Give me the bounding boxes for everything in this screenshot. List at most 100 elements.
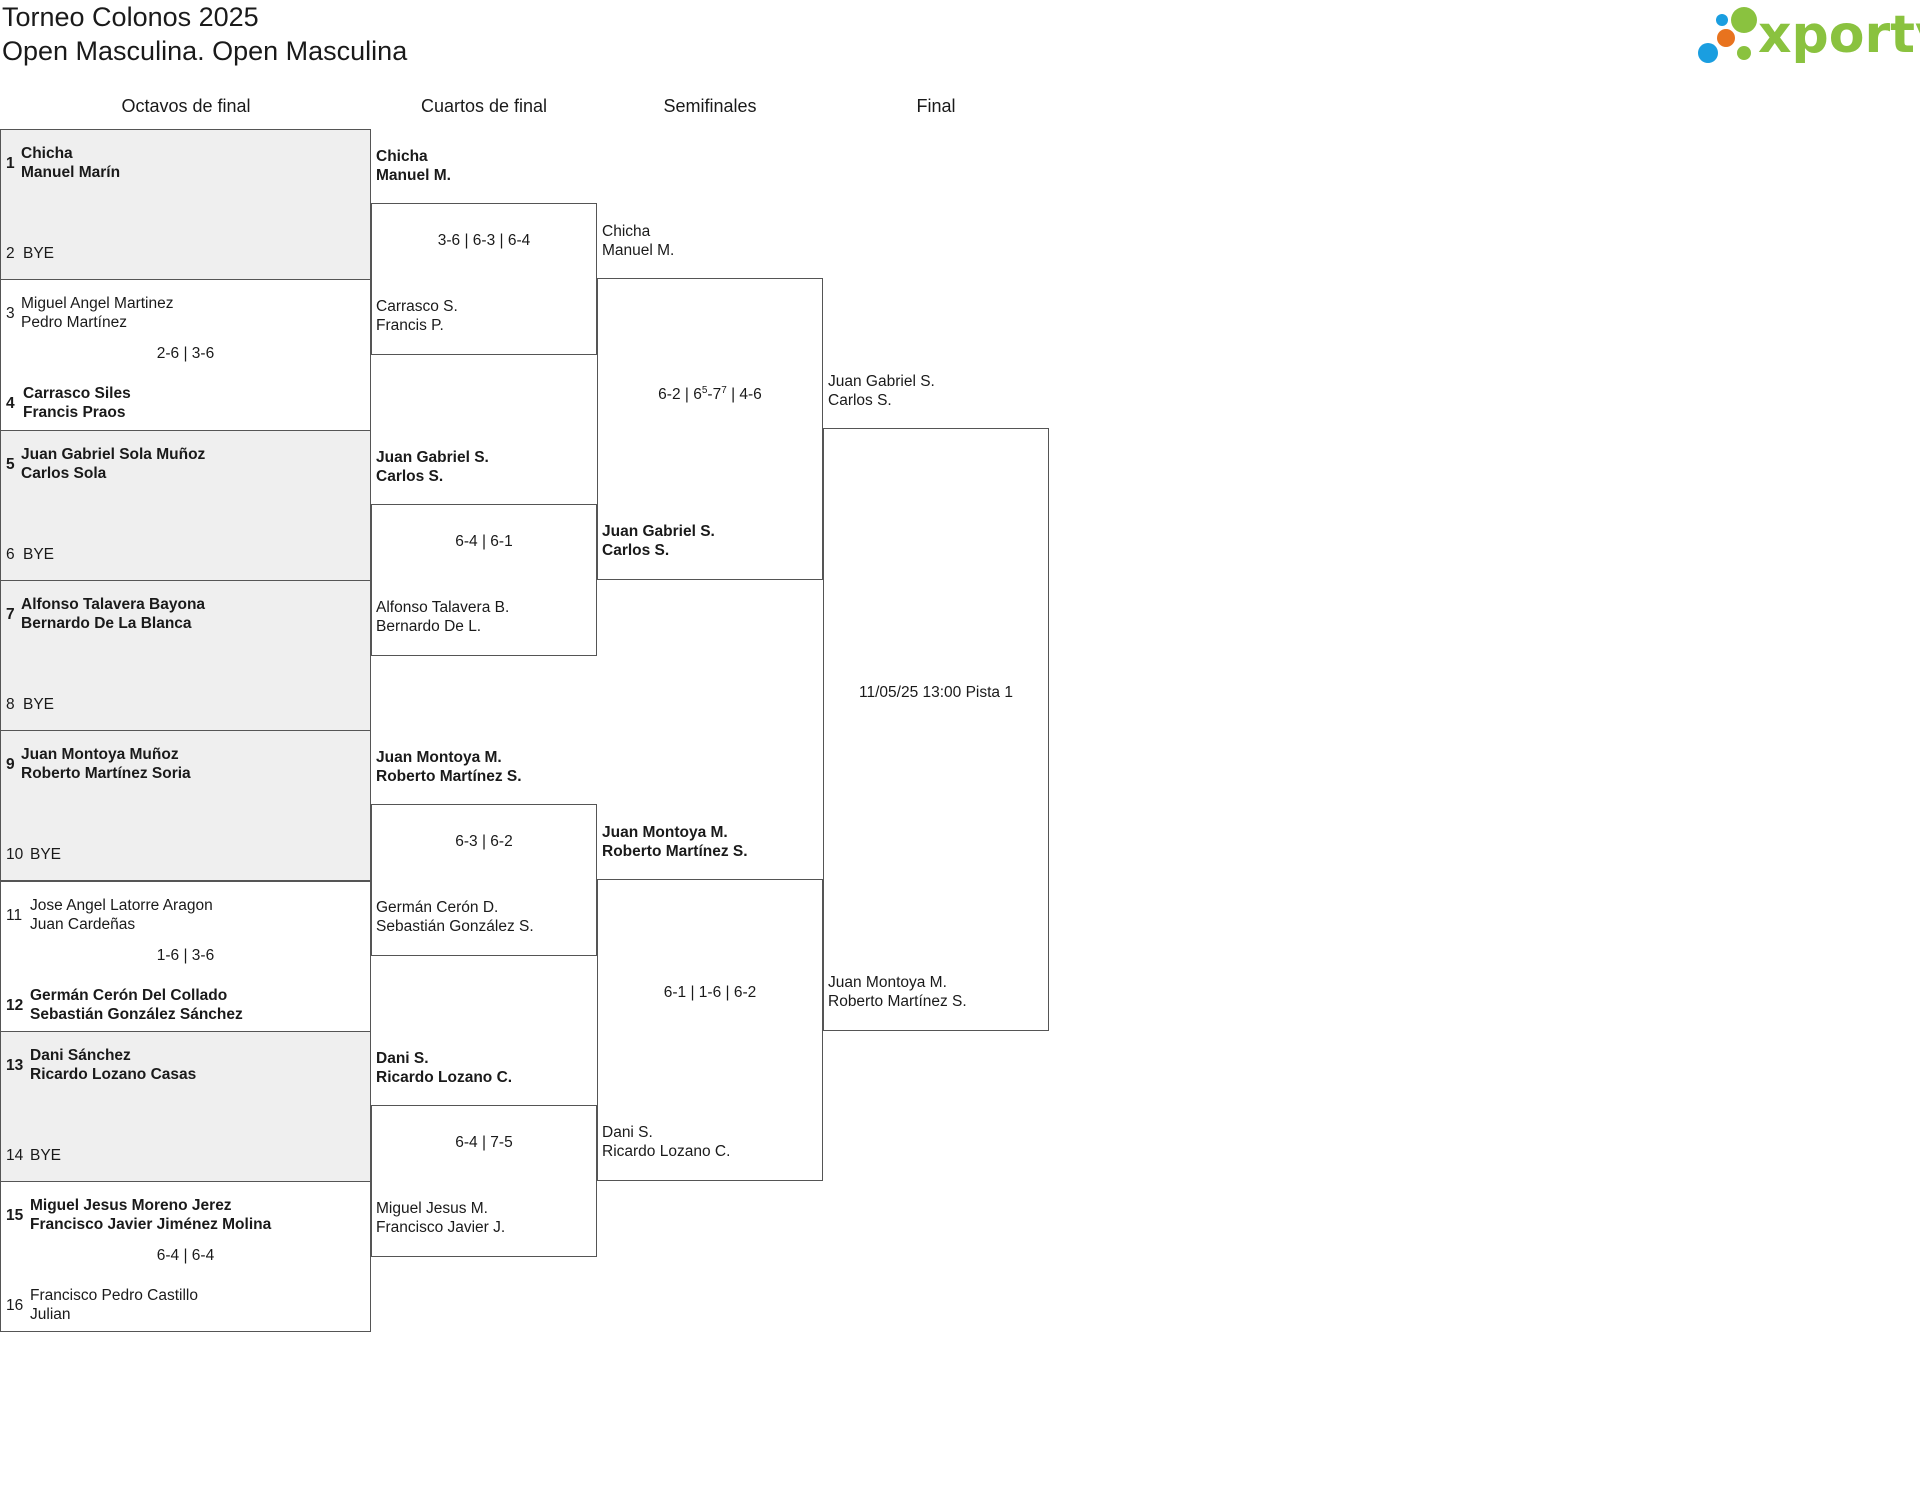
match-score: 6-3 | 6-2 — [455, 833, 513, 851]
player-name: Julian — [30, 1306, 71, 1324]
player-name: BYE — [30, 1146, 62, 1164]
score-part: 6-2 | 6 — [658, 386, 702, 404]
player-name: Carlos S. — [376, 467, 444, 485]
round-header-sf: Semifinales — [663, 96, 757, 116]
match-box-qf — [371, 804, 597, 957]
player-name: Carrasco S. — [376, 298, 458, 315]
match-score: 2-6 | 3-6 — [156, 345, 215, 363]
player-name: Juan Gabriel S. — [828, 373, 935, 390]
match-box-r16 — [0, 429, 371, 581]
seed-number: 14 — [6, 1146, 24, 1164]
xporty-logo-dots-icon — [1698, 7, 1757, 63]
player-name: Juan Montoya M. — [376, 749, 502, 767]
match-box-r16 — [0, 129, 371, 281]
player-name: BYE — [23, 545, 55, 563]
match-score: 3-6 | 6-3 | 6-4 — [437, 232, 531, 249]
match-score: 6-2 | 65-77 | 4-6 — [597, 381, 823, 404]
player-name: Pedro Martínez — [21, 314, 127, 332]
seed-number: 6 — [6, 545, 15, 563]
seed-number: 3 — [6, 305, 15, 323]
player-name: Juan Gabriel Sola Muñoz — [21, 445, 206, 463]
player-name: Juan Montoya Muñoz — [21, 746, 179, 764]
seed-number: 11 — [6, 906, 23, 924]
tournament-title: Torneo Colonos 2025 — [2, 2, 259, 32]
player-name: Sebastián González Sánchez — [30, 1005, 243, 1023]
player-name: Manuel M. — [602, 242, 675, 259]
player-name: Juan Gabriel S. — [602, 523, 715, 540]
tiebreak-sup: 7 — [721, 385, 727, 396]
xporty-logo-text: xporty — [1758, 5, 1920, 65]
match-score: 1-6 | 3-6 — [156, 946, 215, 964]
round-header-final: Final — [916, 96, 956, 116]
tiebreak-sup: 5 — [701, 385, 708, 396]
player-name: Dani S. — [376, 1049, 429, 1067]
score-part: | 4-6 — [726, 386, 762, 404]
player-name: Jose Angel Latorre Aragon — [30, 896, 213, 914]
player-name: Sebastián González S. — [376, 918, 534, 936]
seed-number: 13 — [6, 1056, 24, 1074]
seed-number: 2 — [6, 245, 15, 262]
seed-number: 8 — [6, 695, 15, 713]
player-name: Francisco Pedro Castillo — [30, 1287, 198, 1305]
seed-number: 1 — [6, 155, 15, 172]
player-name: Juan Cardeñas — [30, 915, 136, 933]
seed-number: 16 — [6, 1297, 24, 1315]
player-name: Ricardo Lozano C. — [602, 1143, 731, 1160]
player-name: Carlos S. — [602, 542, 670, 559]
player-name: Bernardo De L. — [376, 617, 482, 635]
match-score: 6-4 | 7-5 — [455, 1133, 513, 1151]
player-name: Juan Gabriel S. — [376, 448, 489, 466]
player-name: Francis Praos — [23, 404, 126, 422]
seed-number: 4 — [6, 395, 15, 413]
player-name: Roberto Martínez S. — [828, 993, 967, 1010]
player-name: Miguel Angel Martinez — [21, 295, 174, 313]
player-name: Chicha — [376, 148, 428, 165]
player-name: Francisco Javier Jiménez Molina — [30, 1216, 272, 1234]
player-name: Dani Sánchez — [30, 1046, 131, 1064]
final-schedule: 11/05/25 13:00 Pista 1 — [859, 684, 1013, 701]
xporty-logo: xporty — [1696, 2, 1920, 68]
player-name: Germán Cerón D. — [376, 899, 499, 917]
player-name: Chicha — [602, 223, 651, 240]
player-name: Miguel Jesus Moreno Jerez — [30, 1197, 232, 1215]
player-name: Carlos S. — [828, 392, 892, 409]
player-name: BYE — [23, 245, 55, 262]
round-header-qf: Cuartos de final — [420, 96, 548, 116]
seed-number: 12 — [6, 996, 24, 1014]
match-score: 6-1 | 1-6 | 6-2 — [663, 984, 757, 1001]
round-header-r16: Octavos de final — [121, 96, 251, 116]
player-name: Juan Montoya M. — [828, 974, 947, 991]
player-name: Carlos Sola — [21, 464, 107, 482]
player-name: Ricardo Lozano Casas — [30, 1065, 197, 1083]
player-name: Carrasco Siles — [23, 385, 131, 403]
match-box-final — [823, 428, 1049, 1031]
player-name: Roberto Martínez S. — [376, 768, 522, 786]
seed-number: 10 — [6, 846, 24, 864]
player-name: Alfonso Talavera Bayona — [21, 595, 206, 613]
match-score: 6-4 | 6-1 — [455, 532, 513, 550]
match-box-qf — [371, 203, 597, 355]
player-name: Chicha — [21, 145, 73, 162]
player-name: Roberto Martínez Soria — [21, 765, 191, 783]
match-box-qf — [371, 1104, 597, 1257]
player-name: Francisco Javier J. — [376, 1218, 506, 1236]
seed-number: 7 — [6, 605, 15, 623]
player-name: Germán Cerón Del Collado — [30, 986, 228, 1004]
player-name: Ricardo Lozano C. — [376, 1068, 513, 1086]
match-box-r16 — [0, 730, 371, 882]
match-box-r16 — [0, 1181, 371, 1333]
score-part: -7 — [707, 386, 722, 404]
seed-number: 5 — [6, 455, 15, 473]
seed-number: 9 — [6, 756, 15, 774]
player-name: Alfonso Talavera B. — [376, 598, 510, 616]
player-name: Manuel M. — [376, 167, 451, 184]
player-name: Juan Montoya M. — [602, 824, 728, 841]
player-name: Miguel Jesus M. — [376, 1199, 488, 1217]
match-score: 6-4 | 6-4 — [156, 1247, 215, 1265]
match-box-qf — [371, 503, 597, 656]
player-name: BYE — [23, 695, 55, 713]
seed-number: 15 — [6, 1207, 24, 1225]
player-name: BYE — [30, 846, 62, 864]
player-name: Francis P. — [376, 317, 444, 334]
player-name: Manuel Marín — [21, 164, 121, 181]
